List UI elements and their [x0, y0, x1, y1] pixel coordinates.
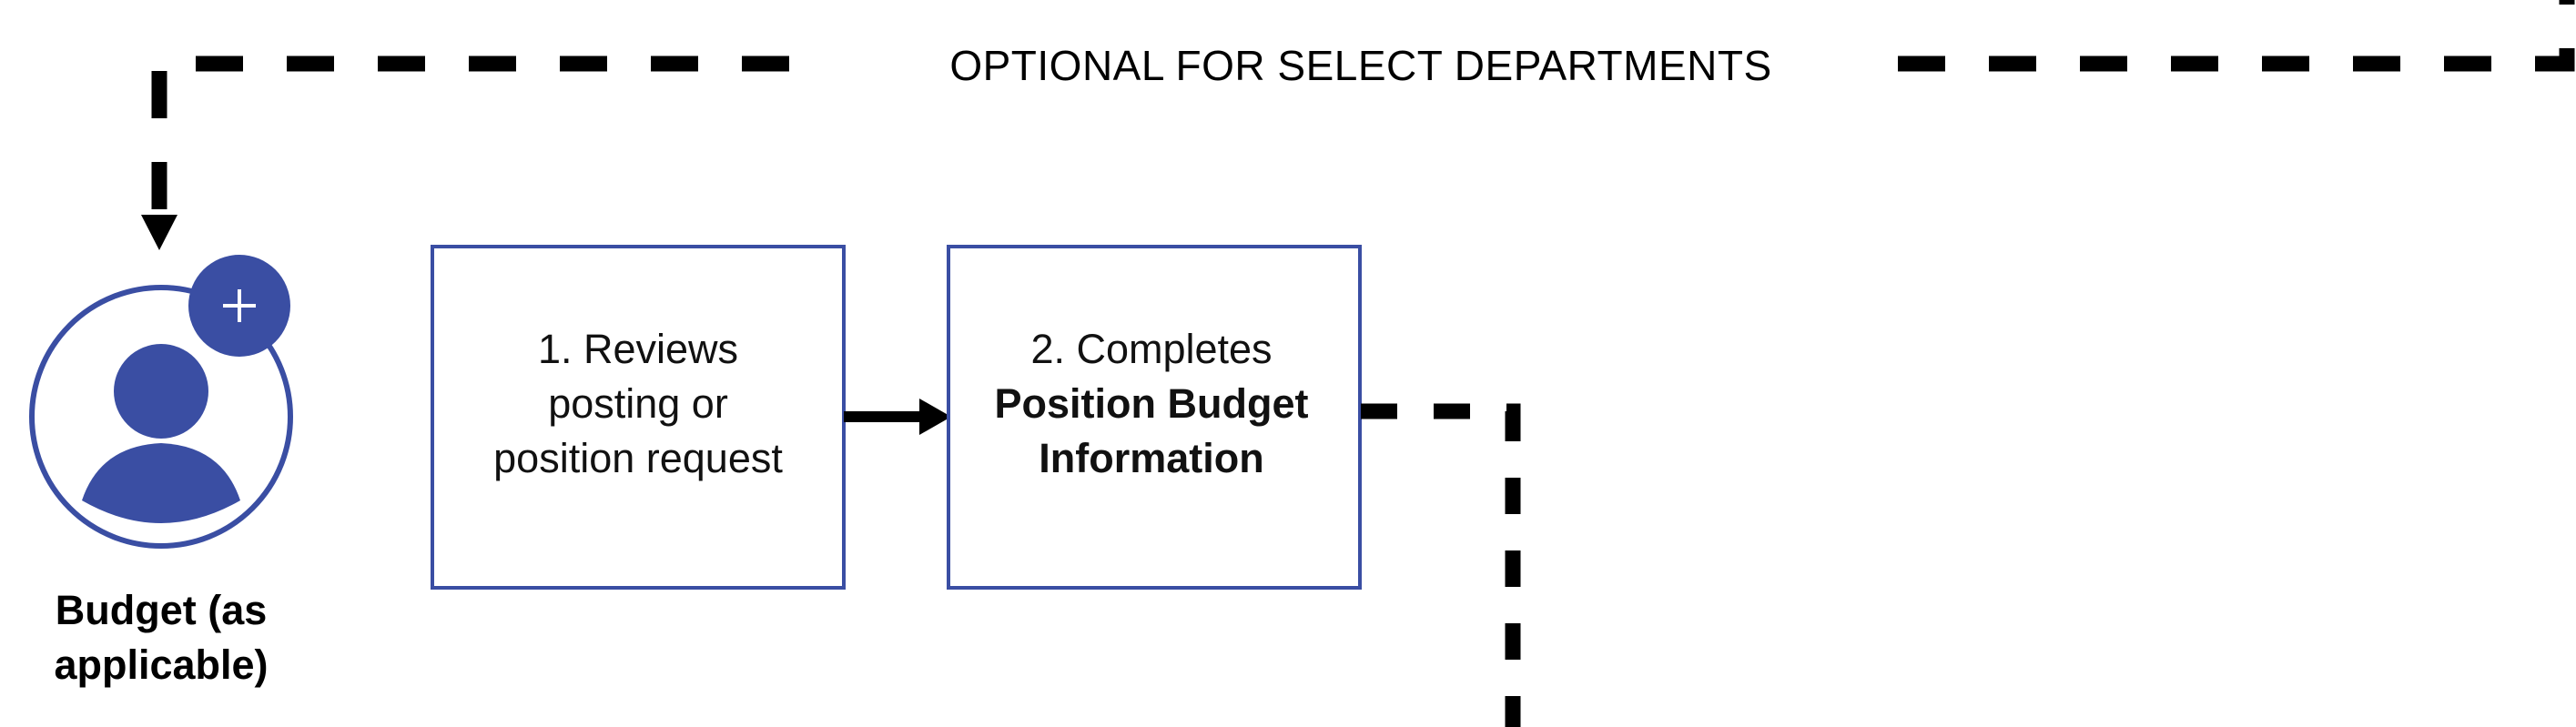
plus-icon	[223, 289, 256, 322]
step-2-box	[947, 245, 1362, 590]
optional-banner-label: OPTIONAL FOR SELECT DEPARTMENTS	[949, 42, 1771, 89]
step-1-line1: 1. Reviews	[538, 326, 738, 372]
optional-connector-left	[151, 56, 833, 209]
step-2-line3: Information	[1039, 435, 1263, 481]
step-1-line2: posting or	[548, 380, 728, 427]
actor-label-line2: applicable)	[54, 641, 268, 688]
step-1-line3: position request	[493, 435, 783, 481]
step-2-line1: 2. Completes	[1030, 326, 1272, 372]
optional-connector-arrowhead	[141, 215, 177, 250]
actor-label-line1: Budget (as	[56, 587, 268, 633]
step-1-to-2-arrowhead	[919, 399, 951, 435]
optional-connector-right	[1898, 0, 2575, 72]
person-body-icon	[82, 443, 240, 523]
step-1-box	[431, 245, 846, 590]
budget-actor	[29, 255, 293, 549]
step-2-outgoing-connector	[1361, 403, 1521, 727]
person-head-icon	[114, 344, 208, 439]
step-2-line2: Position Budget	[995, 380, 1309, 427]
